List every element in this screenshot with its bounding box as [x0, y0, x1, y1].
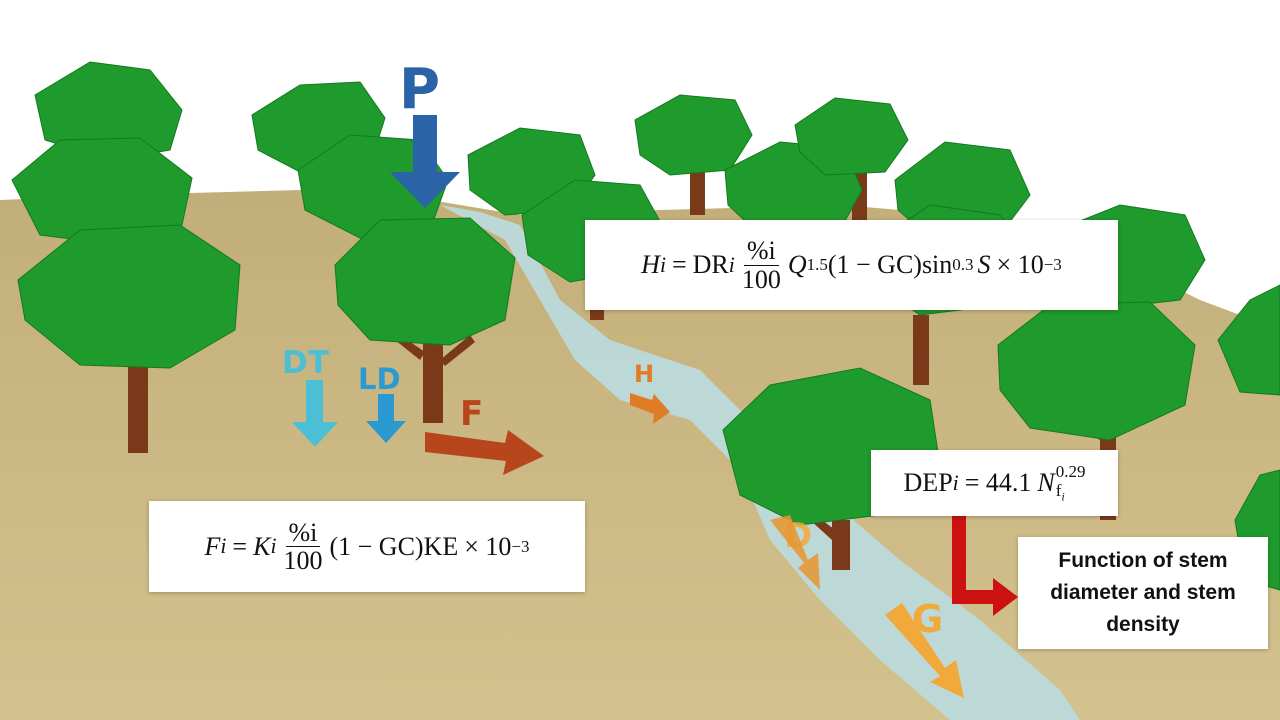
runoff-arrow: H — [630, 360, 670, 424]
label-f: F — [460, 394, 483, 434]
eq-h-frac-num: %i — [743, 237, 779, 266]
eq-dep-n-sub: f — [1055, 480, 1062, 500]
precipitation-arrow: P — [390, 57, 460, 208]
eq-f-times: × 10 — [464, 531, 512, 561]
eq-h-sin-exp: 0.3 — [952, 255, 974, 274]
eq-f-lhs: F — [204, 531, 221, 561]
eq-h-lhs-sub: i — [659, 252, 666, 277]
eq-h-coef: DR — [692, 250, 729, 279]
stem-function-note: Function of stem diameter and stem densi… — [1018, 537, 1268, 649]
label-dt: DT — [282, 345, 329, 381]
eq-dep-n-sub-sub: i — [1061, 488, 1065, 503]
eq-h-q-exp: 1.5 — [806, 255, 828, 274]
eq-dep-lhs-sub: i — [952, 470, 959, 495]
flow-arrow: F — [425, 394, 544, 475]
eq-dep-n: N — [1037, 468, 1055, 497]
eq-h-fraction: %i 100 — [739, 237, 784, 293]
detachment-arrow: D — [770, 515, 820, 590]
eq-f-fraction: %i 100 — [280, 518, 325, 575]
eq-h-gc-term: (1 − GC)sin — [827, 250, 953, 279]
note-line-3: density — [1106, 613, 1180, 636]
eq-f-exp: −3 — [511, 536, 530, 556]
eq-h-equals: = — [671, 250, 687, 279]
eq-h-coef-sub: i — [728, 252, 735, 277]
dep-connector-arrow — [952, 516, 1018, 616]
eq-f-lhs-sub: i — [220, 534, 227, 558]
eq-h-s: S — [977, 250, 991, 279]
eq-dep-n-exp: 0.29 — [1055, 461, 1086, 481]
label-p: P — [399, 57, 440, 122]
note-line-2: diameter and stem — [1050, 581, 1236, 604]
eq-dep-n-scripts: 0.29 fi — [1055, 461, 1086, 503]
eq-f-equals: = — [232, 531, 248, 561]
label-h: H — [634, 360, 654, 388]
eq-f-k-sub: i — [270, 534, 277, 558]
eq-h-lhs: H — [641, 250, 660, 279]
g-arrow: G — [885, 597, 964, 698]
eq-h-times: × 10 — [996, 250, 1044, 279]
leaf-drip-arrow: LD — [358, 362, 406, 443]
eq-f-k: K — [253, 531, 271, 561]
eq-dep-lhs: DEP — [903, 468, 953, 497]
eq-h-exp: −3 — [1043, 255, 1062, 274]
eq-f-gc-term: (1 − GC)KE — [329, 531, 459, 561]
direct-throughfall-arrow: DT — [282, 345, 338, 447]
eq-dep-rhs: = 44.1 — [964, 468, 1032, 497]
note-line-1: Function of stem — [1058, 549, 1228, 572]
eq-h-frac-den: 100 — [741, 264, 781, 294]
eq-f-frac-den: 100 — [283, 546, 323, 575]
eq-f-frac-num: %i — [285, 518, 321, 547]
label-ld: LD — [358, 362, 401, 396]
eq-h-q: Q — [787, 250, 807, 279]
